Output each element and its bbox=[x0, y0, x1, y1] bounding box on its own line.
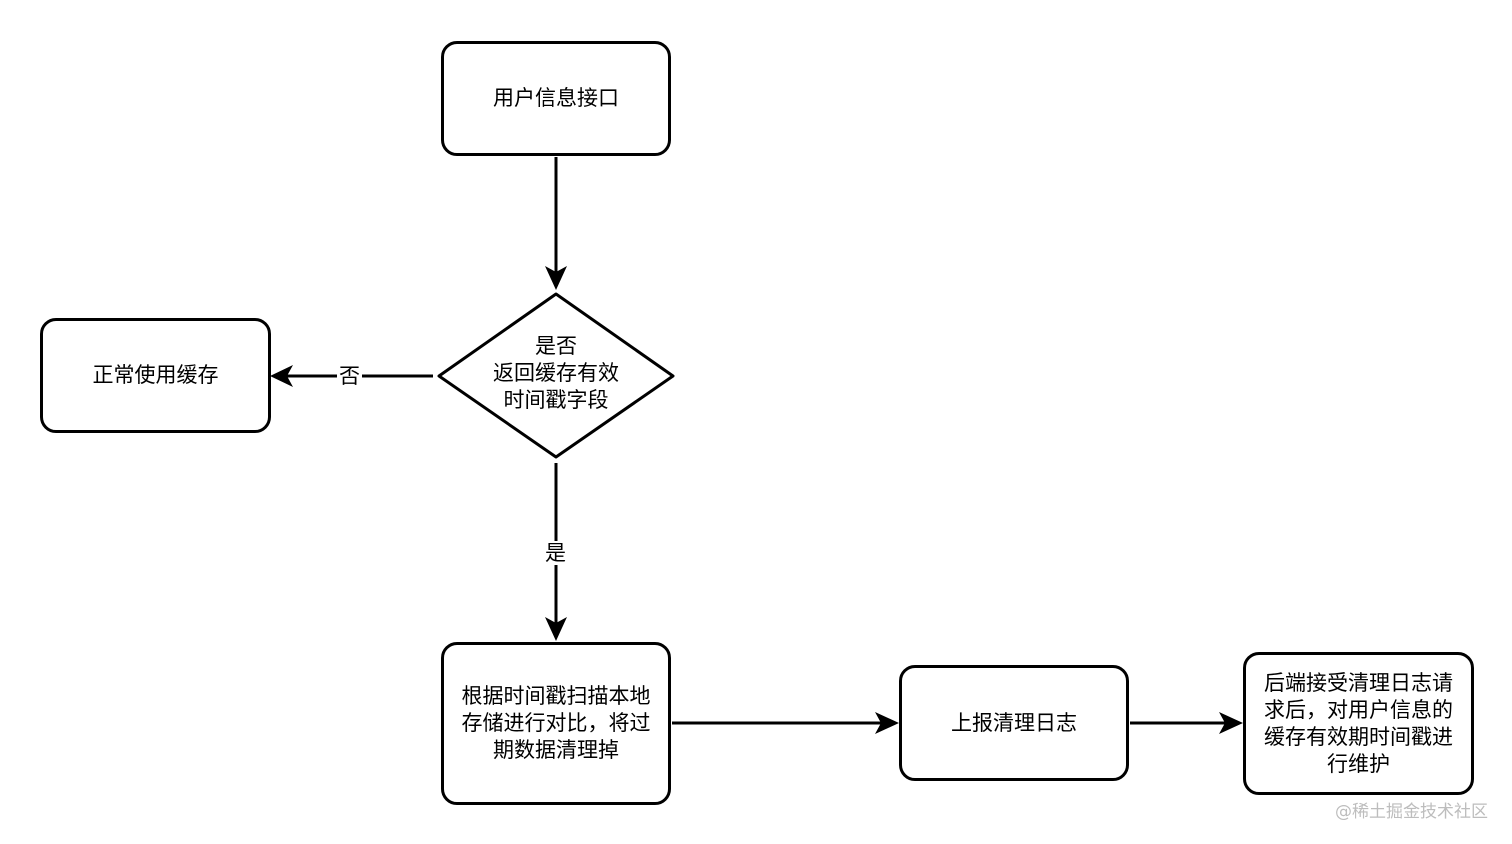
node-normal-use-cache: 正常使用缓存 bbox=[40, 318, 271, 433]
arrowhead-left bbox=[270, 365, 293, 387]
node-user-info-api-text: 用户信息接口 bbox=[493, 86, 619, 110]
node-backend-line-1: 后端接受清理日志请 bbox=[1264, 670, 1453, 695]
node-report-clean-log: 上报清理日志 bbox=[899, 665, 1129, 781]
node-backend-maintain: 后端接受清理日志请 求后，对用户信息的 缓存有效期时间戳进 行维护 bbox=[1243, 652, 1474, 795]
arrowhead-down-2 bbox=[545, 617, 567, 641]
edge-label-no: 否 bbox=[337, 364, 362, 388]
node-backend-line-3: 缓存有效期时间戳进 bbox=[1264, 724, 1453, 749]
decision-diamond bbox=[437, 292, 675, 459]
decision-line-2: 返回缓存有效 bbox=[493, 361, 619, 385]
node-clean-line-1: 根据时间戳扫描本地 bbox=[461, 684, 651, 708]
node-clean-line-2: 存储进行对比，将过 bbox=[461, 711, 651, 735]
node-clean-expired-data: 根据时间戳扫描本地 存储进行对比，将过 期数据清理掉 bbox=[441, 642, 671, 805]
node-backend-line-4: 行维护 bbox=[1327, 751, 1390, 776]
edge-label-yes: 是 bbox=[543, 541, 568, 565]
watermark: @稀土掘金技术社区 bbox=[1335, 802, 1488, 822]
node-report-clean-log-text: 上报清理日志 bbox=[951, 710, 1077, 735]
node-user-info-api: 用户信息接口 bbox=[441, 41, 671, 156]
node-backend-line-2: 求后，对用户信息的 bbox=[1264, 697, 1453, 722]
decision-node-text: 是否 返回缓存有效 时间戳字段 bbox=[470, 333, 642, 414]
decision-line-1: 是否 bbox=[535, 334, 577, 358]
arrowhead-right-1 bbox=[875, 712, 899, 734]
node-clean-line-3: 期数据清理掉 bbox=[493, 738, 619, 762]
node-normal-use-cache-text: 正常使用缓存 bbox=[92, 363, 219, 387]
decision-line-3: 时间戳字段 bbox=[503, 388, 609, 412]
arrowhead-right-2 bbox=[1219, 712, 1243, 734]
arrowhead-down-1 bbox=[545, 266, 567, 290]
